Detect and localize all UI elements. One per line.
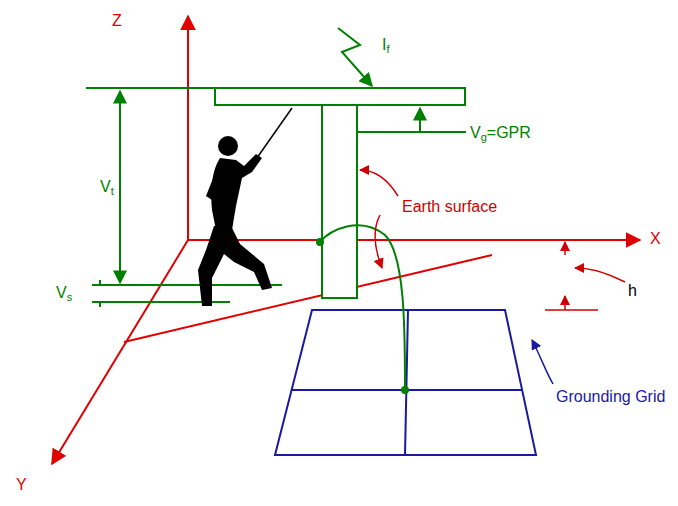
annotation: Earth surface	[402, 198, 497, 216]
hot-stick	[252, 108, 292, 165]
voltage-label: Vt	[100, 178, 114, 197]
leader-arrows	[360, 170, 625, 310]
current-label: If	[382, 36, 390, 55]
axes	[52, 16, 640, 464]
leader-arrow	[532, 340, 553, 384]
voltage-label: Vs	[56, 284, 72, 303]
voltage-label: Vg=GPR	[470, 124, 531, 143]
connection-dot	[316, 238, 324, 246]
axis-label: Z	[112, 12, 122, 30]
dimension-label: h	[628, 282, 637, 300]
part-label: Grounding Grid	[556, 388, 665, 406]
connection-dot	[401, 386, 409, 394]
axis-label: X	[650, 230, 661, 248]
axis-label: Y	[16, 476, 27, 494]
person-silhouette	[198, 136, 272, 306]
